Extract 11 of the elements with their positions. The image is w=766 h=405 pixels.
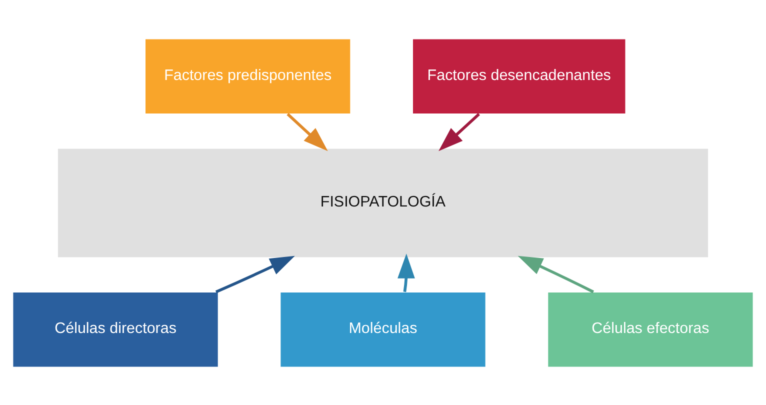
node-box: FISIOPATOLOGÍA (57, 147, 709, 258)
arrow (286, 112, 328, 151)
node-box: Células directoras (12, 291, 219, 368)
arrow (438, 112, 480, 151)
arrow (398, 253, 415, 292)
node-box: Células efectoras (547, 291, 754, 368)
arrow (518, 255, 594, 293)
node-box: Factores desencadenantes (412, 38, 626, 114)
node-box: Factores predisponentes (144, 38, 352, 114)
arrow (215, 255, 295, 293)
node-box: Moléculas (280, 291, 486, 368)
